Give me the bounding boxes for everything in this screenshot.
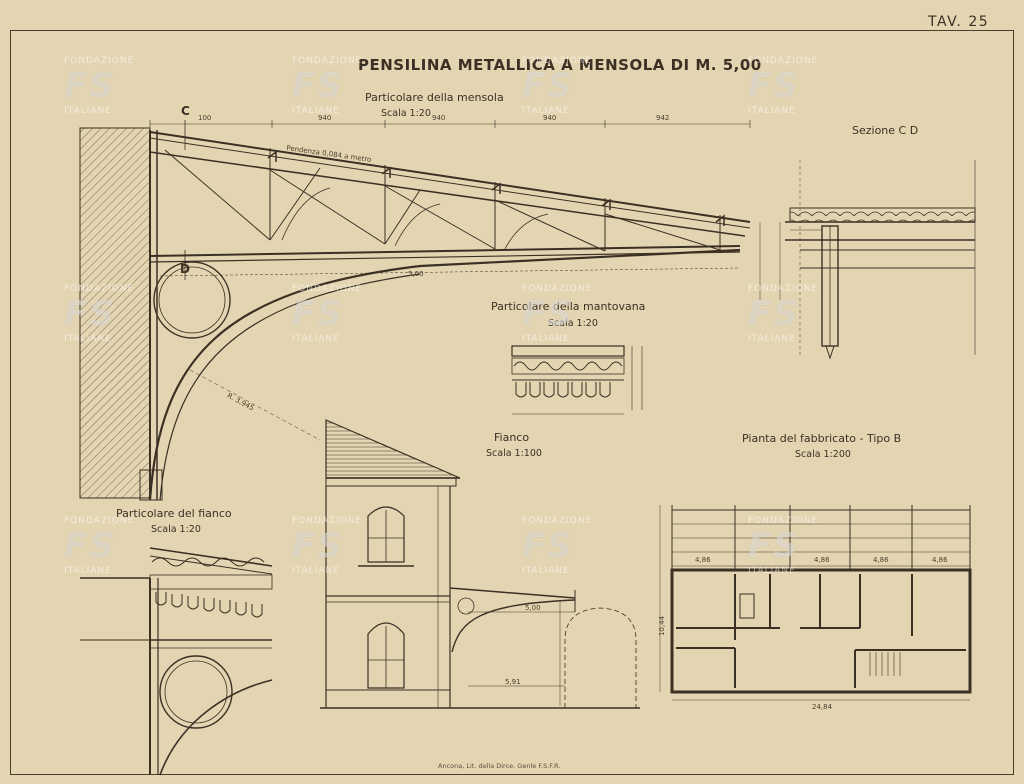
bracket-dim-2: 940	[432, 114, 446, 122]
bracket-dim-4: 942	[656, 114, 670, 122]
watermark: FONDAZIONE FS ITALIANE	[748, 516, 819, 576]
fs-logo-icon: FS	[522, 294, 574, 334]
fs-logo-icon: FS	[292, 66, 344, 106]
side-elevation-view	[320, 419, 640, 709]
side-span-label: 5,00	[525, 604, 541, 612]
fs-logo-icon: FS	[748, 66, 800, 106]
bracket-detail-view	[79, 120, 751, 501]
building-plan-view	[659, 505, 972, 701]
side-detail-heading: Particolare del fianco	[116, 507, 232, 520]
fs-logo-icon: FS	[748, 294, 800, 334]
watermark: FONDAZIONE FS ITALIANE	[522, 284, 593, 344]
watermark: FONDAZIONE FS ITALIANE	[64, 284, 135, 344]
fs-logo-icon: FS	[64, 526, 116, 566]
bracket-dim-3: 940	[543, 114, 557, 122]
plan-scale: Scala 1:200	[795, 449, 851, 460]
fs-logo-icon: FS	[522, 66, 574, 106]
fs-logo-icon: FS	[748, 526, 800, 566]
plan-total-width: 24,84	[812, 703, 833, 711]
bracket-detail-scale: Scala 1:20	[381, 108, 431, 119]
plan-heading: Pianta del fabbricato - Tipo B	[742, 432, 902, 445]
printer-imprint: Ancona, Lit. della Dirce. Genle F.S.F.R.	[438, 762, 561, 770]
fs-logo-icon: FS	[292, 294, 344, 334]
fs-logo-icon: FS	[64, 66, 116, 106]
plan-bay-3: 4,86	[873, 556, 889, 564]
side-low-label: 5,91	[505, 678, 521, 686]
drawing-frame	[10, 30, 1014, 775]
wall-section	[79, 127, 151, 499]
watermark: FONDAZIONE FS ITALIANE	[292, 516, 363, 576]
section-cd-heading: Sezione C D	[852, 124, 919, 137]
bracket-dim-first: 100	[198, 114, 212, 122]
side-view-heading: Fianco	[494, 431, 530, 444]
side-view-scale: Scala 1:100	[486, 448, 542, 459]
watermark: FONDAZIONE FS ITALIANE	[748, 284, 819, 344]
fs-logo-icon: FS	[64, 294, 116, 334]
valance-detail-heading: Particolare della mantovana	[491, 300, 646, 313]
plan-bay-4: 4,86	[932, 556, 948, 564]
watermark: FONDAZIONE FS ITALIANE	[64, 516, 135, 576]
side-detail-view	[80, 547, 273, 776]
fs-logo-icon: FS	[292, 526, 344, 566]
section-cd-view	[759, 160, 976, 360]
watermark: FONDAZIONE FS ITALIANE	[64, 56, 135, 116]
bracket-detail-heading: Particolare della mensola	[365, 91, 504, 104]
watermark: FONDAZIONE FS ITALIANE	[522, 56, 593, 116]
bracket-span-label: 5,00	[408, 270, 424, 278]
bracket-dim-1: 940	[318, 114, 332, 122]
watermark: FONDAZIONE FS ITALIANE	[292, 56, 363, 116]
plan-bay-2: 4,86	[814, 556, 830, 564]
plan-depth: 10,44	[658, 615, 667, 637]
section-marker-c: C	[181, 104, 190, 118]
watermark: FONDAZIONE FS ITALIANE	[748, 56, 819, 116]
plate-number: TAV. 25	[928, 14, 990, 30]
valance-detail-view	[511, 345, 643, 415]
fs-logo-icon: FS	[522, 526, 574, 566]
valance-detail-scale: Scala 1:20	[548, 318, 598, 329]
sheet-title: PENSILINA METALLICA A MENSOLA DI M. 5,00	[358, 56, 762, 74]
side-detail-scale: Scala 1:20	[151, 524, 201, 535]
plan-bay-1: 4,86	[695, 556, 711, 564]
watermark: FONDAZIONE FS ITALIANE	[522, 516, 593, 576]
watermark: FONDAZIONE FS ITALIANE	[292, 284, 363, 344]
section-marker-d: D	[180, 262, 190, 276]
